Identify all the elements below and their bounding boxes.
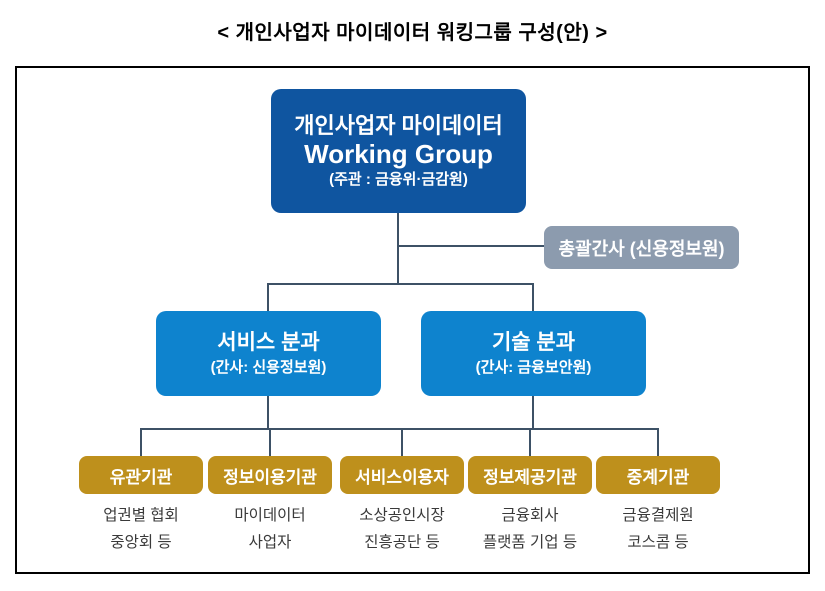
connector-root-stem bbox=[397, 213, 399, 285]
member-desc-line: 코스콤 등 bbox=[627, 534, 689, 551]
connector-member-drop-2 bbox=[269, 428, 271, 458]
connector-member-drop-1 bbox=[140, 428, 142, 458]
connector-division-drop-left bbox=[267, 283, 269, 311]
member-desc-line: 소상공인시장 bbox=[359, 507, 445, 524]
member-box-service-users: 서비스이용자 bbox=[340, 456, 464, 494]
member-desc-line: 중앙회 등 bbox=[110, 534, 172, 551]
connector-division-bus bbox=[267, 283, 534, 285]
division-title: 서비스 분과 bbox=[217, 330, 320, 354]
page-title: < 개인사업자 마이데이터 워킹그룹 구성(안) > bbox=[217, 22, 608, 44]
division-subtitle: (간사: 금융보안원) bbox=[475, 358, 592, 376]
member-box-info-providers: 정보제공기관 bbox=[468, 456, 592, 494]
member-label: 유관기관 bbox=[109, 467, 173, 487]
member-desc-line: 마이데이터 bbox=[234, 507, 306, 524]
working-group-name-en: Working Group bbox=[304, 139, 493, 169]
member-desc-related-orgs: 업권별 협회 중앙회 등 bbox=[61, 502, 221, 556]
division-subtitle: (간사: 신용정보원) bbox=[210, 358, 327, 376]
member-label: 서비스이용자 bbox=[355, 467, 449, 487]
member-desc-line: 금융회사 bbox=[501, 507, 559, 524]
connector-feed-right bbox=[532, 396, 534, 430]
member-desc-line: 진흥공단 등 bbox=[364, 534, 440, 551]
connector-coordinator-branch bbox=[398, 245, 545, 247]
connector-feed-left bbox=[267, 396, 269, 430]
member-desc-line: 금융결제원 bbox=[622, 507, 694, 524]
member-desc-info-users: 마이데이터 사업자 bbox=[190, 502, 350, 556]
division-title: 기술 분과 bbox=[491, 330, 576, 354]
member-desc-relay-orgs: 금융결제원 코스콤 등 bbox=[578, 502, 738, 556]
member-desc-info-providers: 금융회사 플랫폼 기업 등 bbox=[450, 502, 610, 556]
diagram-frame: 개인사업자 마이데이터 Working Group (주관 : 금융위·금감원)… bbox=[15, 66, 810, 574]
working-group-supervisor: (주관 : 금융위·금감원) bbox=[329, 171, 468, 188]
division-box-technology: 기술 분과 (간사: 금융보안원) bbox=[421, 311, 646, 396]
member-box-info-users: 정보이용기관 bbox=[208, 456, 332, 494]
connector-member-bus bbox=[140, 428, 659, 430]
member-box-related-orgs: 유관기관 bbox=[79, 456, 203, 494]
division-box-service: 서비스 분과 (간사: 신용정보원) bbox=[156, 311, 381, 396]
member-desc-line: 업권별 협회 bbox=[103, 507, 179, 524]
member-desc-line: 플랫폼 기업 등 bbox=[482, 534, 578, 551]
connector-member-drop-5 bbox=[657, 428, 659, 458]
coordinator-box: 총괄간사 (신용정보원) bbox=[544, 226, 739, 269]
coordinator-label: 총괄간사 (신용정보원) bbox=[558, 238, 725, 259]
member-label: 중계기관 bbox=[626, 467, 690, 487]
member-box-relay-orgs: 중계기관 bbox=[596, 456, 720, 494]
member-desc-service-users: 소상공인시장 진흥공단 등 bbox=[322, 502, 482, 556]
working-group-name-ko: 개인사업자 마이데이터 bbox=[294, 113, 503, 138]
connector-member-drop-4 bbox=[529, 428, 531, 458]
working-group-box: 개인사업자 마이데이터 Working Group (주관 : 금융위·금감원) bbox=[271, 89, 526, 213]
connector-member-drop-3 bbox=[401, 428, 403, 458]
connector-division-drop-right bbox=[532, 283, 534, 311]
member-desc-line: 사업자 bbox=[248, 534, 292, 551]
member-label: 정보제공기관 bbox=[483, 467, 577, 487]
member-label: 정보이용기관 bbox=[223, 467, 317, 487]
